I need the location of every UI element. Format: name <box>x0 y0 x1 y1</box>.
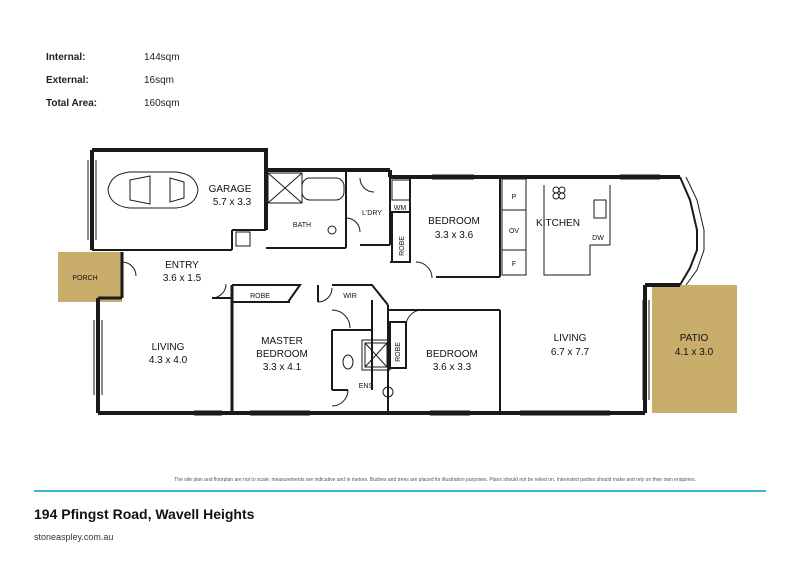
area-value: 16sqm <box>144 75 175 86</box>
ens-basin <box>382 386 394 398</box>
stairs <box>235 231 251 247</box>
room-label: BEDROOM <box>256 349 308 360</box>
room-label: BEDROOM <box>428 216 480 227</box>
room-label: WIR <box>343 293 357 300</box>
toilet <box>342 354 354 370</box>
accent-rule <box>34 490 766 492</box>
room-label: DW <box>592 235 604 242</box>
area-label: Internal: <box>46 52 86 63</box>
disclaimer: The site plan and floorplan are not to s… <box>174 477 696 483</box>
room-size: 3.6 x 1.5 <box>163 273 202 284</box>
room-label: L'DRY <box>362 210 382 217</box>
room-size: 6.7 x 7.7 <box>551 347 590 358</box>
room-label: ROBE <box>399 236 406 256</box>
room-label: LIVING <box>554 333 587 344</box>
room-label: KITCHEN <box>536 218 580 229</box>
windows <box>87 160 660 416</box>
room-label: ENTRY <box>165 260 199 271</box>
room-size: 3.3 x 4.1 <box>263 362 302 373</box>
basin <box>327 225 337 235</box>
room-size: 4.3 x 4.0 <box>149 355 188 366</box>
cooktop <box>552 186 560 194</box>
porch-area <box>58 252 122 302</box>
car-icon <box>107 171 199 209</box>
walls <box>90 148 705 415</box>
area-row-total: Total Area: 160sqm <box>46 92 180 115</box>
area-summary: Internal: 144sqm External: 16sqm Total A… <box>46 46 180 115</box>
room-label: WM <box>394 205 407 212</box>
room-size: 5.7 x 3.3 <box>213 197 252 208</box>
room-label: P <box>512 194 517 201</box>
door-swings <box>121 177 433 407</box>
area-row-internal: Internal: 144sqm <box>46 46 180 69</box>
room-label: LIVING <box>152 342 185 353</box>
area-row-external: External: 16sqm <box>46 69 180 92</box>
room-label: BATH <box>293 222 311 229</box>
area-label: Total Area: <box>46 98 98 109</box>
room-label: ROBE <box>395 342 402 362</box>
room-label: MASTER <box>261 336 303 347</box>
room-label: PATIO <box>680 333 709 344</box>
area-label: External: <box>46 75 89 86</box>
room-label: ROBE <box>250 293 270 300</box>
room-size: 4.1 x 3.0 <box>675 347 714 358</box>
area-value: 144sqm <box>144 52 180 63</box>
fixtures <box>235 172 607 398</box>
room-size: 3.6 x 3.3 <box>433 362 472 373</box>
room-label: PORCH <box>72 275 97 282</box>
sink <box>593 199 607 219</box>
room-label: F <box>512 261 516 268</box>
property-address: 194 Pfingst Road, Wavell Heights <box>34 506 255 522</box>
bathtub <box>301 177 345 201</box>
area-value: 160sqm <box>144 98 180 109</box>
room-label: BEDROOM <box>426 349 478 360</box>
shower <box>364 342 388 368</box>
room-label: ENS <box>359 383 374 390</box>
website-link[interactable]: stoneaspley.com.au <box>34 532 114 542</box>
patio-area <box>652 285 737 413</box>
room-label: OV <box>509 228 519 235</box>
room-size: 3.3 x 3.6 <box>435 230 474 241</box>
room-label: GARAGE <box>209 184 252 195</box>
